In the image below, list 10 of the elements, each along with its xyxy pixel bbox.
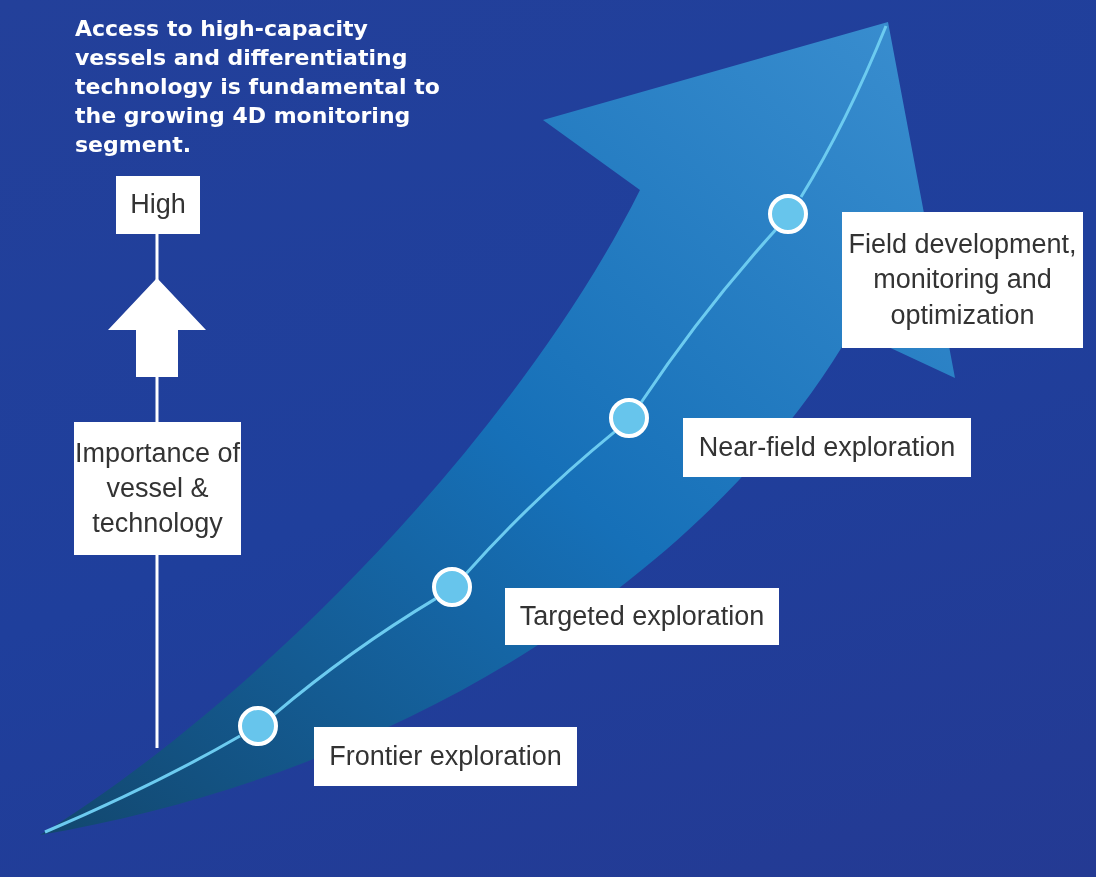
stage-label: Targeted exploration [505,588,779,645]
heading: Access to high-capacity vessels and differentiating technology is fundamental to the growing 4D monitoring segment. [75,15,441,160]
axis-end-label: High [116,176,200,234]
axis-title: Importance of vessel & technology [74,422,241,555]
connector-line [465,430,616,575]
connector-line [273,597,437,716]
stage-label: Frontier exploration [314,727,577,786]
connector-line [640,228,777,404]
stage-label: Near-field exploration [683,418,971,477]
stage-label: Field development, monitoring and optimization [842,212,1083,348]
